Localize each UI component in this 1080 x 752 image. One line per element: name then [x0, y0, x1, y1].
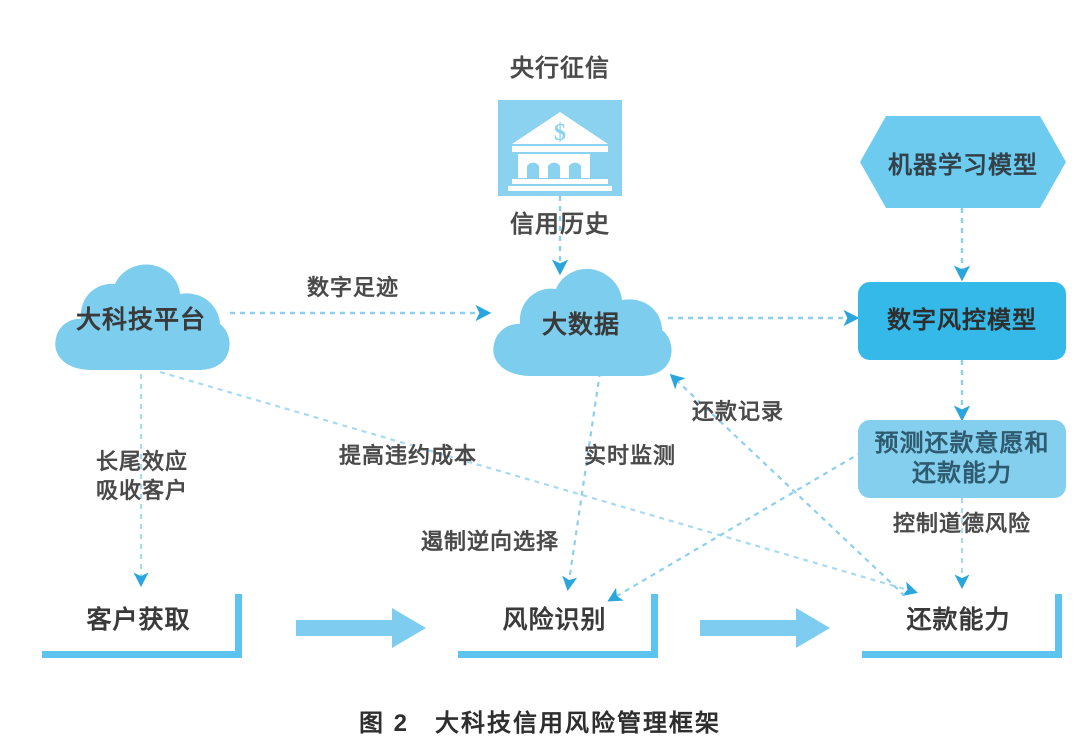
edge-label-credit-history: 信用历史: [510, 212, 610, 238]
block-arrow-customer-to-riskid: [296, 608, 426, 648]
node-bigtech-platform-label: 大科技平台: [75, 307, 206, 334]
bank-icon: $: [498, 100, 622, 196]
node-risk-identification-label: 风险识别: [502, 607, 607, 634]
node-customer-acquisition[interactable]: 客户获取: [42, 594, 242, 658]
node-big-data-label: 大数据: [541, 312, 620, 339]
node-bigtech-platform[interactable]: 大科技平台: [48, 258, 234, 378]
node-predict-willingness-label: 预测还款意愿和 还款能力: [874, 431, 1050, 487]
edge-label-curb-adverse-selection: 遏制逆向选择: [420, 529, 559, 554]
hexagon-shape: [860, 116, 1066, 208]
node-ml-model[interactable]: 机器学习模型: [860, 116, 1066, 208]
node-ml-model-label: 机器学习模型: [888, 152, 1038, 179]
edge-predict-riskid: [607, 451, 863, 602]
cloud-shape: [493, 268, 672, 376]
block-arrow-riskid-to-repayability: [700, 608, 830, 648]
cloud-shape: [55, 264, 230, 370]
edge-label-long-tail: 长尾效应 吸收客户: [95, 449, 188, 503]
edge-label-control-moral-hazard: 控制道德风险: [892, 511, 1031, 536]
node-big-data[interactable]: 大数据: [486, 262, 676, 384]
edge-label-repayment-record: 还款记录: [691, 399, 784, 424]
edge-label-raise-default-cost: 提高违约成本: [338, 443, 477, 468]
figure-caption: 图 2 大科技信用风险管理框架: [358, 710, 721, 737]
node-repayment-ability[interactable]: 还款能力: [862, 594, 1062, 658]
edge-label-digital-footprint: 数字足迹: [306, 275, 399, 300]
node-digital-risk-model[interactable]: 数字风控模型: [858, 282, 1066, 360]
node-risk-identification[interactable]: 风险识别: [458, 594, 658, 658]
svg-text:$: $: [554, 120, 566, 146]
edge-label-realtime-monitoring: 实时监测: [583, 443, 676, 468]
central-bank-label: 央行征信: [510, 56, 610, 82]
node-predict-willingness[interactable]: 预测还款意愿和 还款能力: [858, 420, 1066, 498]
node-repayment-ability-label: 还款能力: [906, 607, 1011, 634]
node-customer-acquisition-label: 客户获取: [86, 607, 191, 634]
node-digital-risk-model-label: 数字风控模型: [887, 308, 1037, 334]
